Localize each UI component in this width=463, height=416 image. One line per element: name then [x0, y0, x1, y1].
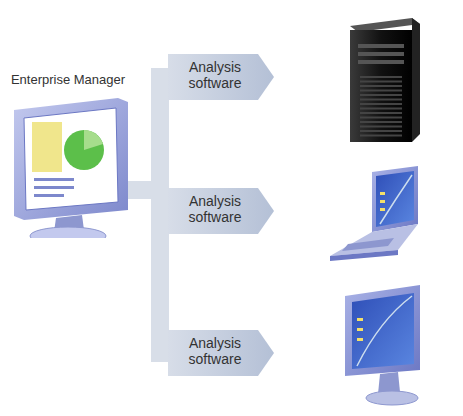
node-label: Analysis software: [168, 54, 274, 96]
node-label: Analysis software: [168, 330, 274, 372]
arrow-box: Analysis software: [168, 188, 274, 234]
monitor-illustration: [6, 72, 130, 238]
node-label: Analysis software: [168, 188, 274, 230]
arrow-box: Analysis software: [168, 54, 274, 100]
bus-connector: [126, 77, 168, 190]
monitor-icon: [345, 285, 420, 405]
arrow-box: Analysis software: [168, 330, 274, 376]
laptop-icon: [330, 166, 418, 261]
bus-connector: [126, 190, 168, 353]
node-title: Enterprise Manager: [6, 72, 130, 88]
manager-monitor: Enterprise Manager: [6, 72, 130, 238]
server-icon: [350, 18, 420, 142]
